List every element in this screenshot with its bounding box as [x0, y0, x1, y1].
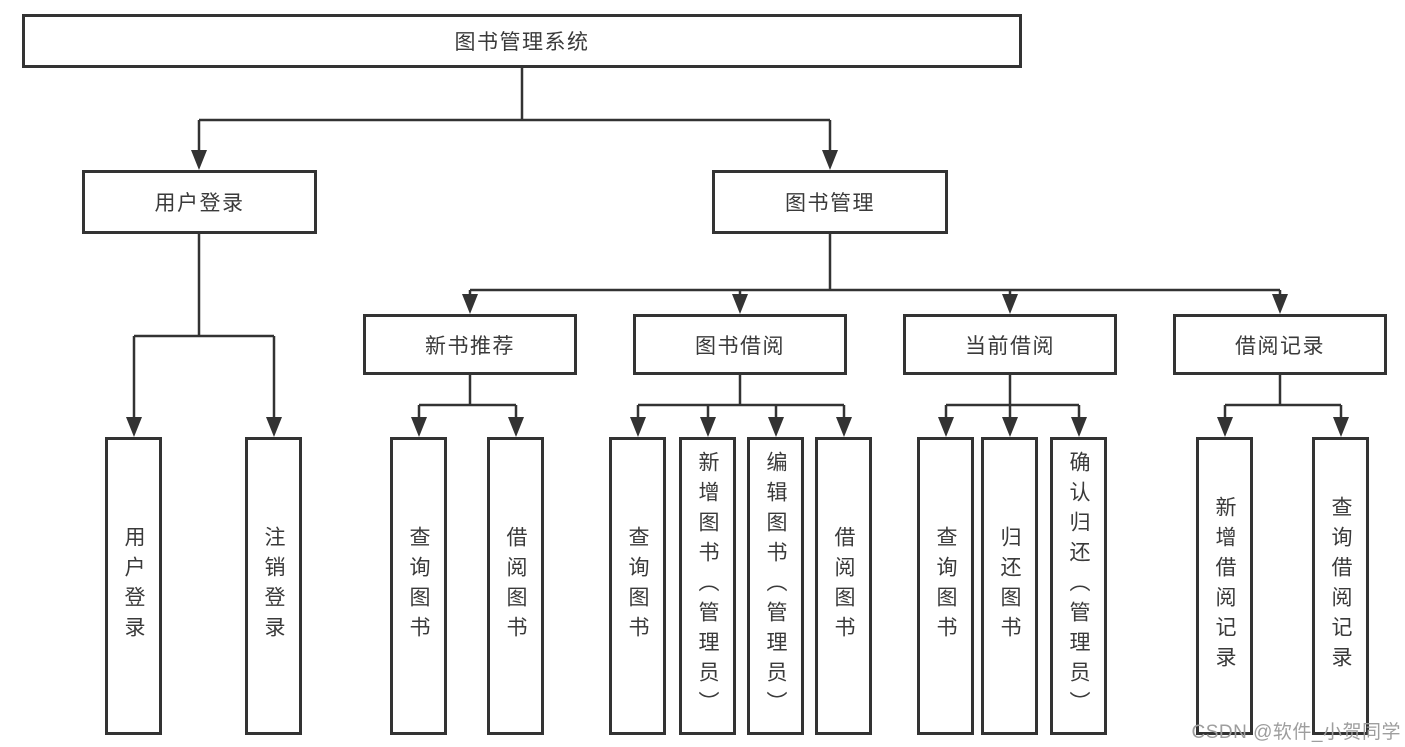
node-book-borrow-label: 图书借阅 — [695, 334, 785, 358]
connector-borrow-records-to-leaves — [1217, 375, 1349, 437]
arrowhead-icon — [732, 294, 748, 314]
arrowhead-icon — [462, 294, 478, 314]
arrowhead-icon — [411, 417, 427, 437]
node-book-management: 图书管理 — [712, 170, 948, 234]
connector-book-management-to-level3 — [462, 234, 1288, 314]
arrowhead-icon — [768, 417, 784, 437]
leaf-add-book-admin: 新增图书（管理员） — [679, 437, 736, 735]
arrowhead-icon — [191, 150, 207, 170]
arrowhead-icon — [126, 417, 142, 437]
csdn-watermark: CSDN @软件_小贺同学 — [1191, 722, 1401, 743]
arrowhead-icon — [1071, 417, 1087, 437]
arrowhead-icon — [1272, 294, 1288, 314]
arrowhead-icon — [1002, 417, 1018, 437]
leaf-user-login-label: 用户登录 — [122, 526, 145, 646]
leaf-borrow-books-recommend-label: 借阅图书 — [504, 526, 527, 646]
node-current-borrow-label: 当前借阅 — [965, 334, 1055, 358]
leaf-query-books-borrow: 查询图书 — [609, 437, 666, 735]
arrowhead-icon — [700, 417, 716, 437]
leaf-confirm-return-admin: 确认归还（管理员） — [1050, 437, 1107, 735]
node-user-login: 用户登录 — [82, 170, 317, 234]
leaf-user-login: 用户登录 — [105, 437, 162, 735]
arrowhead-icon — [630, 417, 646, 437]
leaf-query-borrow-record-label: 查询借阅记录 — [1329, 496, 1352, 676]
node-new-book-recommend: 新书推荐 — [363, 314, 577, 375]
leaf-logout: 注销登录 — [245, 437, 302, 735]
arrowhead-icon — [266, 417, 282, 437]
leaf-logout-label: 注销登录 — [262, 526, 285, 646]
arrowhead-icon — [938, 417, 954, 437]
leaf-add-borrow-record-label: 新增借阅记录 — [1213, 496, 1236, 676]
leaf-return-book: 归还图书 — [981, 437, 1038, 735]
connector-user-login-to-leaves — [126, 234, 282, 437]
arrowhead-icon — [822, 150, 838, 170]
node-user-login-label: 用户登录 — [154, 192, 245, 215]
node-book-borrow: 图书借阅 — [633, 314, 847, 375]
leaf-query-books-recommend: 查询图书 — [390, 437, 447, 735]
leaf-query-borrow-record: 查询借阅记录 — [1312, 437, 1369, 735]
leaf-borrow-books-label: 借阅图书 — [832, 526, 855, 646]
leaf-return-book-label: 归还图书 — [998, 526, 1021, 646]
leaf-query-books-current-label: 查询图书 — [934, 526, 957, 646]
arrowhead-icon — [1217, 417, 1233, 437]
connector-root-to-level2 — [191, 68, 838, 170]
connector-current-borrow-to-leaves — [938, 375, 1087, 437]
node-root: 图书管理系统 — [22, 14, 1022, 68]
node-new-book-recommend-label: 新书推荐 — [425, 334, 515, 358]
leaf-query-books-current: 查询图书 — [917, 437, 974, 735]
node-root-label: 图书管理系统 — [454, 31, 590, 54]
leaf-edit-book-admin: 编辑图书（管理员） — [747, 437, 804, 735]
leaf-add-book-admin-label: 新增图书（管理员） — [696, 451, 719, 721]
node-book-management-label: 图书管理 — [785, 192, 875, 215]
arrowhead-icon — [508, 417, 524, 437]
leaf-borrow-books-recommend: 借阅图书 — [487, 437, 544, 735]
connector-book-borrow-to-leaves — [630, 375, 852, 437]
leaf-query-books-borrow-label: 查询图书 — [626, 526, 649, 646]
leaf-edit-book-admin-label: 编辑图书（管理员） — [764, 451, 787, 721]
arrowhead-icon — [1002, 294, 1018, 314]
leaf-add-borrow-record: 新增借阅记录 — [1196, 437, 1253, 735]
node-borrow-records: 借阅记录 — [1173, 314, 1387, 375]
arrowhead-icon — [1333, 417, 1349, 437]
connector-new-book-to-leaves — [411, 375, 524, 437]
node-current-borrow: 当前借阅 — [903, 314, 1117, 375]
node-borrow-records-label: 借阅记录 — [1235, 334, 1325, 358]
arrowhead-icon — [836, 417, 852, 437]
leaf-confirm-return-admin-label: 确认归还（管理员） — [1067, 451, 1090, 721]
leaf-borrow-books: 借阅图书 — [815, 437, 872, 735]
leaf-query-books-recommend-label: 查询图书 — [407, 526, 430, 646]
